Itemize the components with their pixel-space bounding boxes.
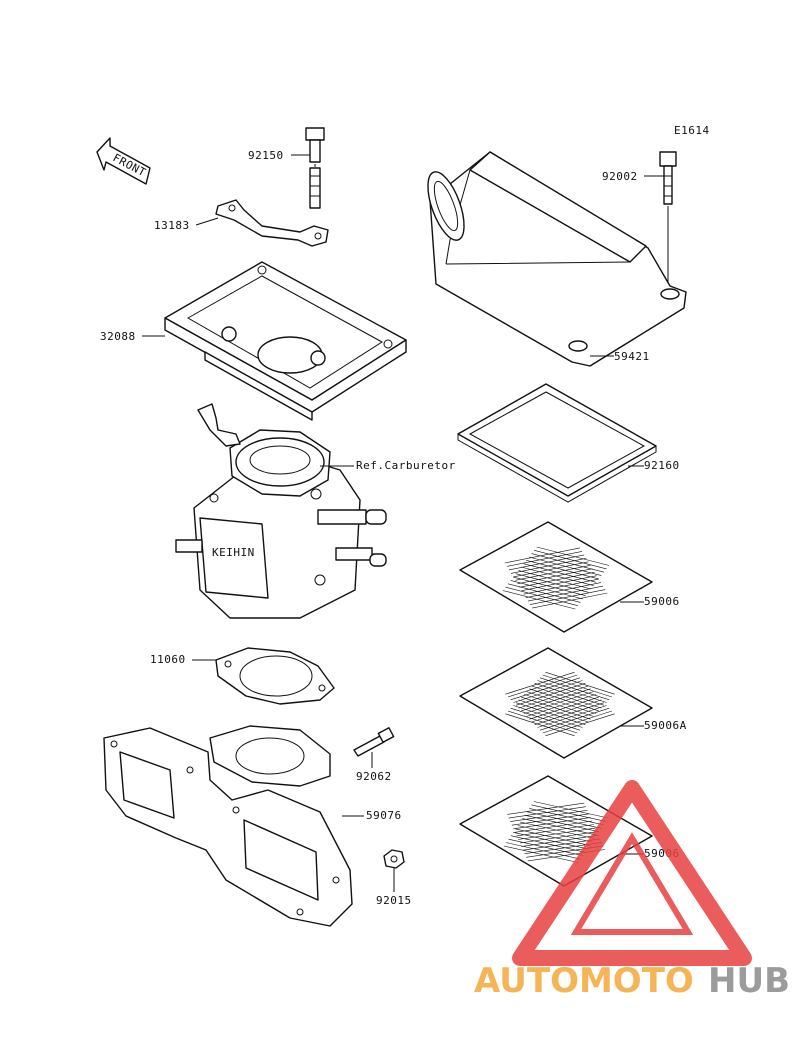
gasket-11060 bbox=[215, 647, 335, 705]
screen-59006-bottom bbox=[459, 775, 653, 887]
manifold-59076 bbox=[103, 725, 353, 927]
carburetor: KEIHIN bbox=[175, 403, 387, 619]
label-92150: 92150 bbox=[248, 149, 284, 162]
label-92015: 92015 bbox=[376, 894, 412, 907]
bracket-13183 bbox=[215, 199, 329, 247]
label-59006A: 59006A bbox=[644, 719, 687, 732]
seal-92160 bbox=[457, 383, 657, 503]
svg-text:KEIHIN: KEIHIN bbox=[212, 546, 255, 559]
air-box-cover-59421 bbox=[427, 151, 687, 367]
front-arrow-icon: FRONT bbox=[96, 137, 151, 185]
label-ref-carburetor: Ref.Carburetor bbox=[356, 459, 456, 472]
bolt-92150 bbox=[305, 127, 325, 209]
nut-92015 bbox=[383, 849, 405, 869]
watermark-logo: AUTOMOTO HUB bbox=[474, 780, 790, 1001]
bolt-92002 bbox=[659, 151, 677, 286]
label-59006-top: 59006 bbox=[644, 595, 680, 608]
label-92002: 92002 bbox=[602, 170, 638, 183]
screen-59006-top bbox=[459, 521, 653, 633]
plenum-tray-32088 bbox=[164, 261, 407, 421]
label-59076: 59076 bbox=[366, 809, 402, 822]
label-11060: 11060 bbox=[150, 653, 186, 666]
screen-59006A bbox=[459, 647, 653, 759]
label-92062: 92062 bbox=[356, 770, 392, 783]
diagram-code: E1614 bbox=[674, 124, 710, 137]
watermark-text-right: HUB bbox=[708, 961, 790, 1001]
label-13183: 13183 bbox=[154, 219, 190, 232]
watermark-text-left: AUTOMOTO bbox=[474, 961, 694, 1001]
label-92160: 92160 bbox=[644, 459, 680, 472]
label-32088: 32088 bbox=[100, 330, 136, 343]
label-59421: 59421 bbox=[614, 350, 650, 363]
nipple-92062 bbox=[353, 727, 395, 757]
